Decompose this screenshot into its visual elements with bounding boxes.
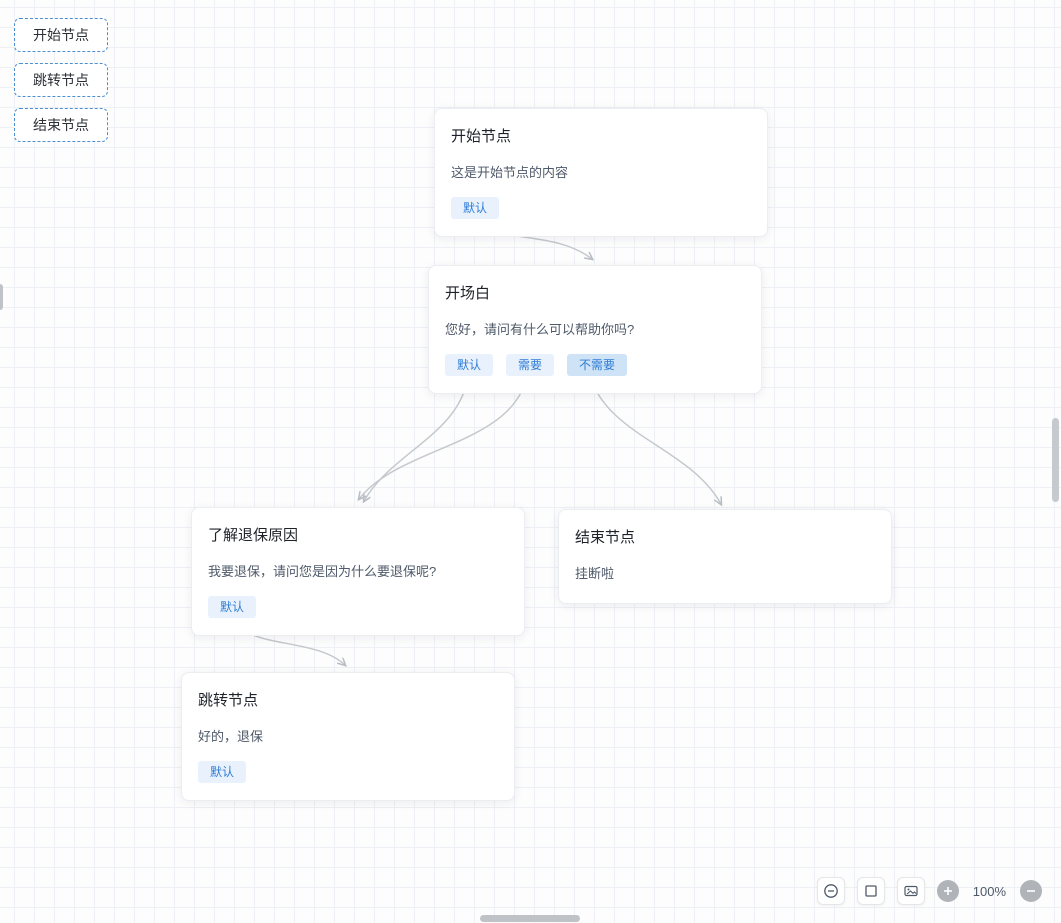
- zoom-in-button[interactable]: [936, 880, 959, 902]
- edge-opening-need-to-reason[interactable]: [359, 375, 528, 499]
- node-port-default[interactable]: 默认: [208, 596, 257, 618]
- canvas-toolbar: 100%: [816, 877, 1042, 905]
- node-port-default[interactable]: 默认: [451, 197, 500, 219]
- plus-icon: [943, 887, 952, 895]
- node-ports: 默认: [208, 596, 508, 618]
- node-content: 好的，退保: [198, 729, 264, 744]
- image-icon: [904, 885, 918, 897]
- node-title: 开始节点: [451, 128, 512, 145]
- node-content: 您好，请问有什么可以帮助你吗?: [445, 322, 635, 337]
- minimap-button[interactable]: [896, 877, 925, 905]
- node-port-default[interactable]: 默认: [445, 354, 494, 376]
- fit-view-button[interactable]: [856, 877, 885, 905]
- zoom-level: 100%: [972, 883, 1006, 899]
- edge-opening-default-to-reason[interactable]: [364, 375, 469, 501]
- node-port-no-need[interactable]: 不需要: [567, 354, 628, 376]
- node-ports: 默认: [451, 197, 751, 219]
- flow-node-end[interactable]: 结束节点 挂断啦: [558, 509, 892, 604]
- node-palette: 开始节点 跳转节点 结束节点: [14, 18, 108, 153]
- node-ports: 默认 需要 不需要: [445, 354, 745, 376]
- palette-item-start[interactable]: 开始节点: [14, 18, 108, 52]
- palette-item-jump[interactable]: 跳转节点: [14, 63, 108, 97]
- node-ports: 默认: [198, 761, 498, 783]
- edge-opening-noneed-to-end[interactable]: [589, 375, 721, 504]
- node-content: 挂断啦: [575, 566, 615, 581]
- minus-icon: [1027, 890, 1035, 892]
- node-title: 跳转节点: [198, 692, 259, 709]
- zoom-out-circle-button[interactable]: [816, 877, 845, 905]
- node-title: 开场白: [445, 285, 491, 302]
- node-title: 了解退保原因: [208, 527, 299, 544]
- node-port-default[interactable]: 默认: [198, 761, 247, 783]
- flow-node-opening[interactable]: 开场白 您好，请问有什么可以帮助你吗? 默认 需要 不需要: [428, 265, 762, 394]
- node-title: 结束节点: [575, 529, 636, 546]
- node-content: 我要退保，请问您是因为什么要退保呢?: [208, 564, 437, 579]
- minus-circle-icon: [823, 884, 838, 898]
- square-icon: [865, 885, 877, 897]
- horizontal-scrollbar-thumb[interactable]: [480, 915, 580, 922]
- flow-node-start[interactable]: 开始节点 这是开始节点的内容 默认: [434, 108, 768, 237]
- flow-node-reason[interactable]: 了解退保原因 我要退保，请问您是因为什么要退保呢? 默认: [191, 507, 525, 636]
- palette-item-end[interactable]: 结束节点: [14, 108, 108, 142]
- node-port-need[interactable]: 需要: [506, 354, 555, 376]
- node-content: 这是开始节点的内容: [451, 165, 569, 180]
- zoom-out-button[interactable]: [1020, 880, 1042, 902]
- flow-node-jump[interactable]: 跳转节点 好的，退保 默认: [181, 672, 515, 801]
- vertical-scrollbar-thumb[interactable]: [1052, 418, 1059, 502]
- panel-resize-handle[interactable]: [0, 284, 3, 310]
